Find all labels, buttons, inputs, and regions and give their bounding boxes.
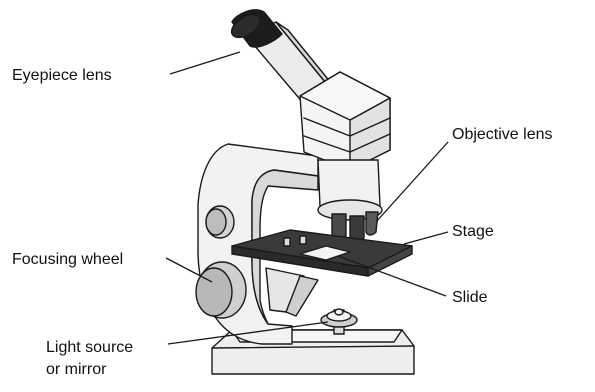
label-slide: Slide xyxy=(452,289,488,306)
stage-leader xyxy=(404,232,448,244)
label-objective-lens: Objective lens xyxy=(452,126,553,143)
label-light-source: Light source xyxy=(46,339,133,356)
label-or-mirror: or mirror xyxy=(46,361,107,378)
nosepiece xyxy=(318,160,382,241)
label-focusing-wheel: Focusing wheel xyxy=(12,251,123,268)
microscope-illustration xyxy=(196,10,414,374)
label-stage: Stage xyxy=(452,223,494,240)
label-eyepiece-lens: Eyepiece lens xyxy=(12,67,112,84)
objective-leader xyxy=(376,142,448,222)
eyepiece-leader xyxy=(170,52,240,74)
